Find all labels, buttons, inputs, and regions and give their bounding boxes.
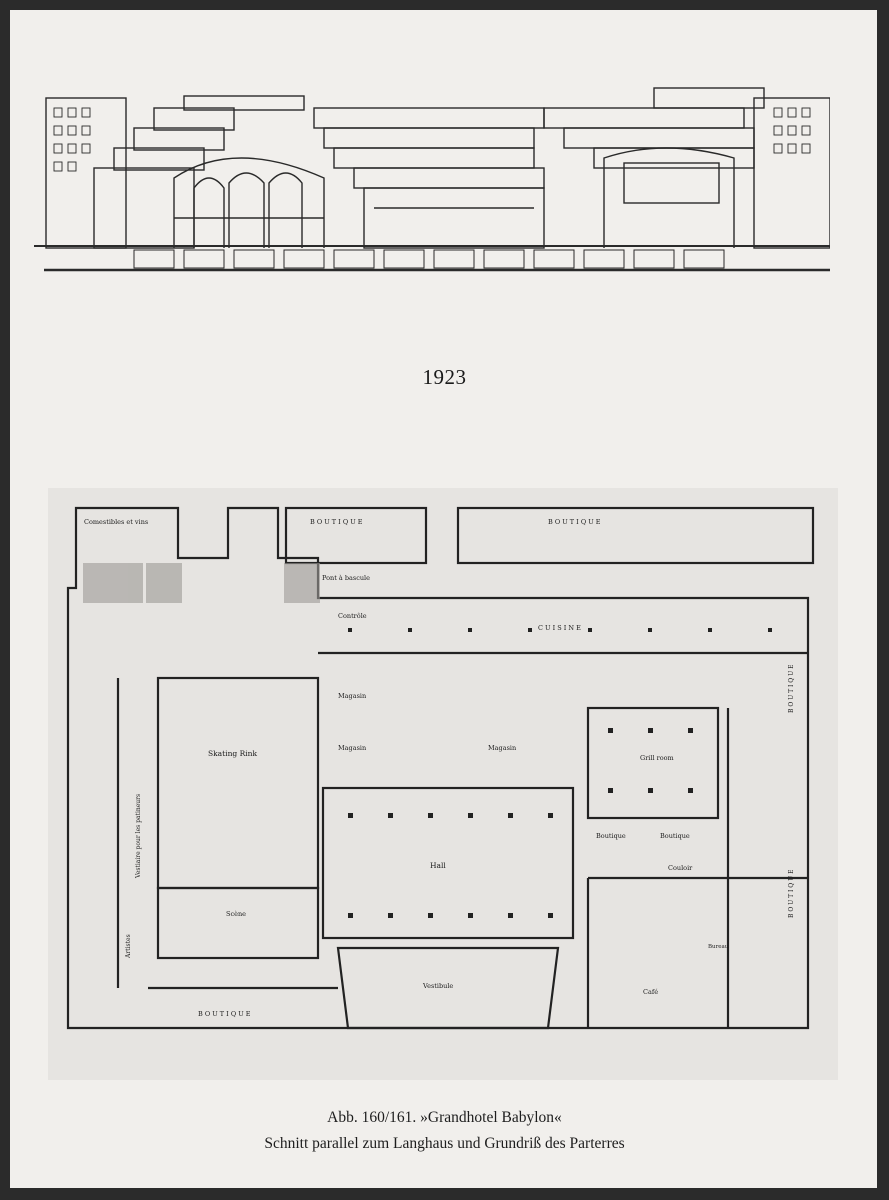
plan-label-grill: Grill room [640, 754, 674, 762]
plan-label-boutique-top-right: B O U T I Q U E [548, 518, 601, 526]
plan-label-cuisine: C U I S I N E [538, 624, 581, 632]
year-label: 1923 [422, 365, 467, 389]
plan-label-boutique-top-left: B O U T I Q U E [310, 518, 363, 526]
plan-label-hall: Hall [430, 861, 446, 870]
plan-label-artistes: Artistes [125, 934, 132, 959]
plan-label-cafe: Café [643, 988, 658, 996]
caption-subtitle: Schnitt parallel zum Langhaus und Grundr… [264, 1135, 625, 1152]
plan-label-pont-bascule: Pont à bascule [322, 573, 370, 582]
plan-label-skating: Skating Rink [208, 749, 257, 758]
plan-label-boutique-right: B O U T I Q U E [788, 665, 795, 713]
plan-label-boutique-right-2: B O U T I Q U E [788, 870, 795, 918]
plan-label-controle: Contrôle [338, 612, 367, 620]
plan-label-magasin-1: Magasin [338, 692, 366, 700]
plan-label-magasin-2: Magasin [338, 744, 366, 752]
caption-title: Abb. 160/161. »Grandhotel Babylon« [327, 1109, 562, 1126]
plan-label-boutique-a: Boutique [596, 832, 626, 840]
plan-label-magasin-3: Magasin [488, 744, 516, 752]
plan-label-couloir: Couloir [668, 864, 693, 872]
plan-label-comestibles: Comestibles et vins [84, 518, 148, 526]
plan-label-scene: Scène [226, 910, 246, 918]
plan-label-bureau: Bureau [708, 944, 729, 950]
plan-label-vestiaire: Vestiaire pour les patineurs [135, 794, 142, 879]
plan-label-vestibule: Vestibule [422, 982, 453, 990]
section-elevation-drawing [34, 87, 830, 272]
plan-label-boutique-b: Boutique [660, 832, 690, 840]
floor-plan-drawing: Comestibles et vins B O U T I Q U E B O … [48, 488, 838, 1080]
plan-label-boutique-bottom: B O U T I Q U E [198, 1010, 251, 1018]
